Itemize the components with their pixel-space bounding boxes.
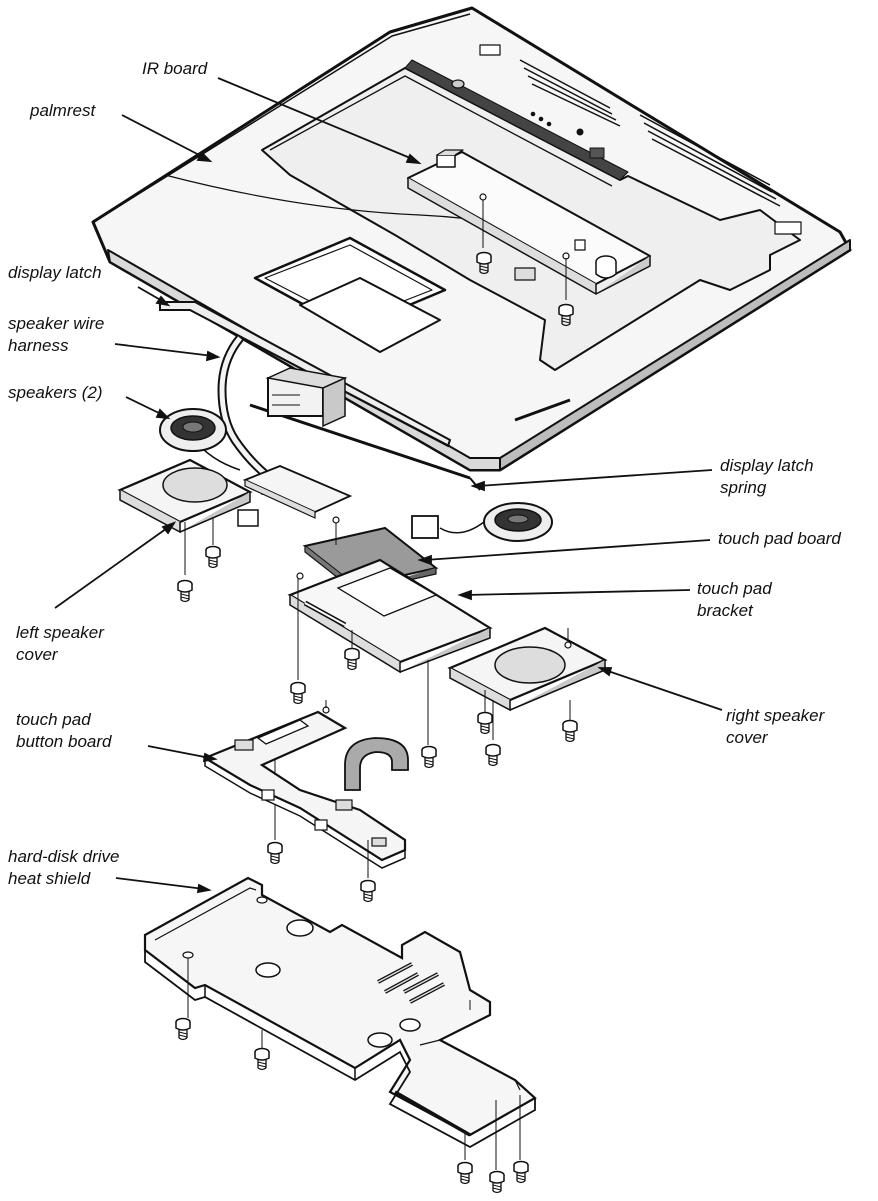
label-touch-pad-bracket-line1: touch pad: [697, 579, 772, 598]
label-right-speaker-cover-line1: right speaker: [726, 706, 825, 725]
label-left-speaker-cover-line2: cover: [16, 645, 58, 664]
label-touch-pad-button-board: touch pad button board: [16, 709, 111, 753]
label-touch-pad-button-board-line1: touch pad: [16, 710, 91, 729]
right-speaker-part: [411, 502, 553, 542]
label-touch-pad-board: touch pad board: [718, 528, 841, 550]
label-speakers: speakers (2): [8, 382, 102, 404]
label-display-latch-spring: display latch spring: [720, 455, 814, 499]
label-ir-board-line: IR board: [142, 59, 208, 78]
label-speaker-wire-harness-line2: harness: [8, 336, 69, 355]
label-display-latch: display latch: [8, 262, 102, 284]
label-palmrest-line: palmrest: [30, 101, 96, 120]
label-display-latch-line: display latch: [8, 263, 102, 282]
label-display-latch-spring-line1: display latch: [720, 456, 814, 475]
hdd-heat-shield-part: [143, 876, 537, 1170]
left-speaker-part: [159, 408, 227, 452]
label-hdd-heat-shield: hard-disk drive heat shield: [8, 846, 120, 890]
label-hdd-heat-shield-line2: heat shield: [8, 869, 91, 888]
left-speaker-cover-screws: [177, 545, 221, 603]
label-touch-pad-bracket-line2: bracket: [697, 601, 753, 620]
label-display-latch-spring-line2: spring: [720, 478, 767, 497]
label-hdd-heat-shield-line1: hard-disk drive: [8, 847, 120, 866]
touch-pad-bracket-part: [287, 516, 493, 745]
leader-lines: [54, 77, 723, 894]
palmrest-screws: [476, 200, 574, 327]
label-palmrest: palmrest: [30, 100, 95, 122]
left-speaker-cover-part: [117, 458, 353, 575]
label-touch-pad-button-board-line2: button board: [16, 732, 112, 751]
label-left-speaker-cover-line1: left speaker: [16, 623, 104, 642]
touch-pad-button-board-screws: [267, 841, 376, 903]
touch-pad-button-board-part: [202, 700, 409, 878]
label-speaker-wire-harness-line1: speaker wire: [8, 314, 105, 333]
label-touch-pad-bracket: touch pad bracket: [697, 578, 772, 622]
label-touch-pad-board-line: touch pad board: [718, 529, 841, 548]
label-speakers-line: speakers (2): [8, 383, 103, 402]
speaker-wire-harness-part: [194, 335, 348, 495]
label-right-speaker-cover-line2: cover: [726, 728, 768, 747]
label-ir-board: IR board: [142, 58, 207, 80]
label-speaker-wire-harness: speaker wire harness: [8, 313, 104, 357]
label-left-speaker-cover: left speaker cover: [16, 622, 104, 666]
label-right-speaker-cover: right speaker cover: [726, 705, 824, 749]
right-speaker-cover-part: [447, 626, 608, 740]
